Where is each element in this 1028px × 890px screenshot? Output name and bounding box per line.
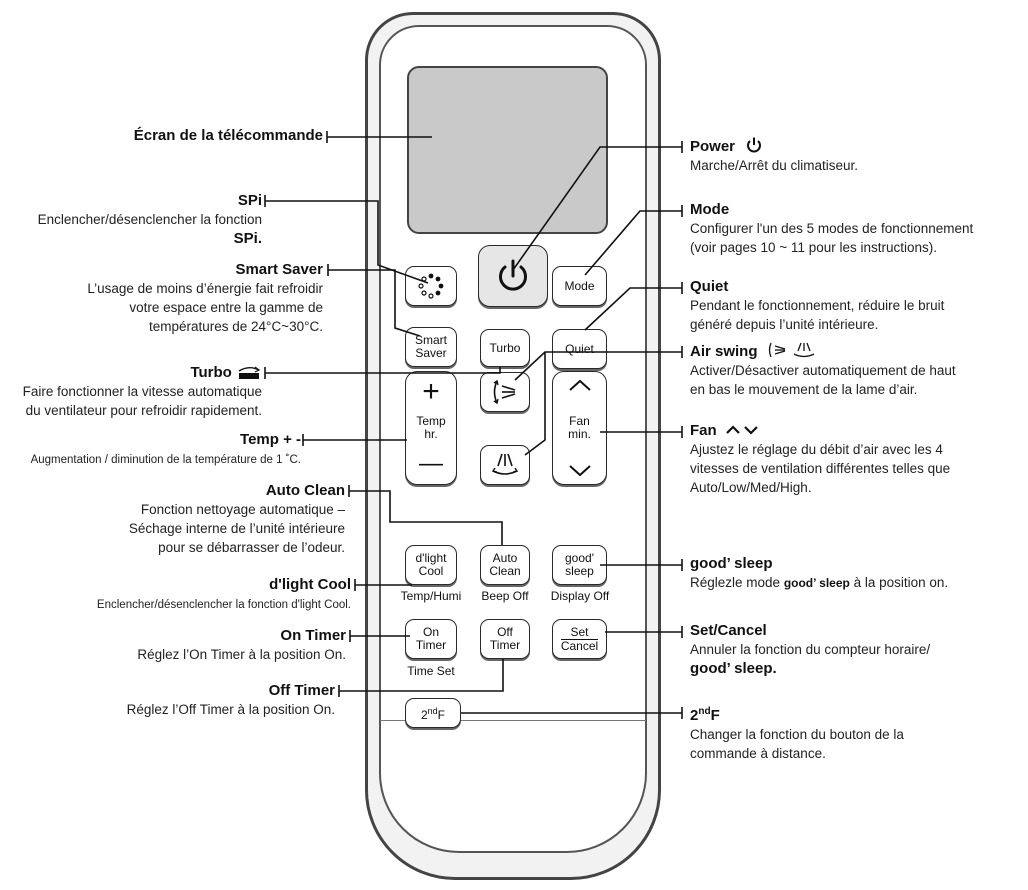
- label-screen: Écran de la télécommande: [133, 127, 323, 144]
- label-off-timer: Off Timer Réglez l’Off Timer à la positi…: [126, 682, 335, 717]
- air-swing-horizontal-button[interactable]: [480, 445, 530, 485]
- label-spi: SPi Enclencher/désenclencher la fonction…: [37, 192, 262, 247]
- temp-plus[interactable]: +: [422, 375, 440, 408]
- label-air-swing: Air swing Activer/Désactiver automatique…: [690, 342, 956, 397]
- power-small-icon: [747, 137, 762, 153]
- fan-arrows-icon: [726, 425, 758, 435]
- air-swing-icons: [768, 342, 814, 358]
- label-dlight-cool: d'light Cool Enclencher/désenclencher la…: [96, 576, 351, 611]
- spi-dots-icon: [418, 273, 444, 299]
- label-set-cancel: Set/Cancel Annuler la fonction du compte…: [690, 622, 931, 677]
- label-fan: Fan Ajustez le réglage du débit d’air av…: [690, 422, 951, 495]
- quiet-button[interactable]: Quiet: [552, 329, 607, 369]
- mode-button[interactable]: Mode: [552, 266, 607, 306]
- air-swing-vertical-button[interactable]: [480, 372, 530, 412]
- label-auto-clean: Auto Clean Fonction nettoyage automatiqu…: [128, 482, 345, 555]
- label-power: Power Marche/Arrêt du climatiseur.: [690, 137, 859, 173]
- chevron-up-icon[interactable]: [567, 378, 593, 392]
- label-smart-saver: Smart Saver L’usage de moins d’énergie f…: [87, 261, 323, 334]
- label-mode: Mode Configurer l'un des 5 modes de fonc…: [690, 201, 974, 255]
- power-icon: [499, 259, 527, 291]
- spi-button[interactable]: [405, 266, 457, 306]
- label-temp: Temp + - Augmentation / diminution de la…: [30, 431, 301, 466]
- set-cancel-button[interactable]: Set Cancel: [552, 619, 607, 659]
- sublabel-display-off: Display Off: [550, 589, 610, 603]
- sublabel-time-set: Time Set: [407, 664, 455, 678]
- turbo-button[interactable]: Turbo: [480, 329, 530, 367]
- sublabel-temp-humi: Temp/Humi: [400, 589, 462, 603]
- good-sleep-button[interactable]: good'sleep: [552, 545, 607, 585]
- label-second-function: 2ndF Changer la fonction du bouton de la…: [690, 706, 904, 761]
- label-turbo: Turbo Faire fonctionner la vitesse autom…: [22, 364, 262, 418]
- power-button[interactable]: [478, 245, 548, 307]
- sublabel-beep-off: Beep Off: [481, 589, 529, 603]
- swing-horizontal-icon: [491, 453, 519, 475]
- temp-minus[interactable]: —: [419, 450, 443, 477]
- turbo-icon: [238, 366, 261, 380]
- remote-screen: [407, 66, 608, 234]
- chevron-down-icon[interactable]: [567, 464, 593, 478]
- second-function-button[interactable]: 2ndF: [405, 698, 461, 728]
- swing-vertical-icon: [493, 379, 516, 405]
- remote-lower-panel: [380, 720, 646, 853]
- label-on-timer: On Timer Réglez l’On Timer à la position…: [137, 627, 346, 662]
- label-good-sleep: good’ sleep Réglezle mode good’ sleep à …: [690, 555, 949, 590]
- label-quiet: Quiet Pendant le fonctionnement, réduire…: [690, 278, 945, 332]
